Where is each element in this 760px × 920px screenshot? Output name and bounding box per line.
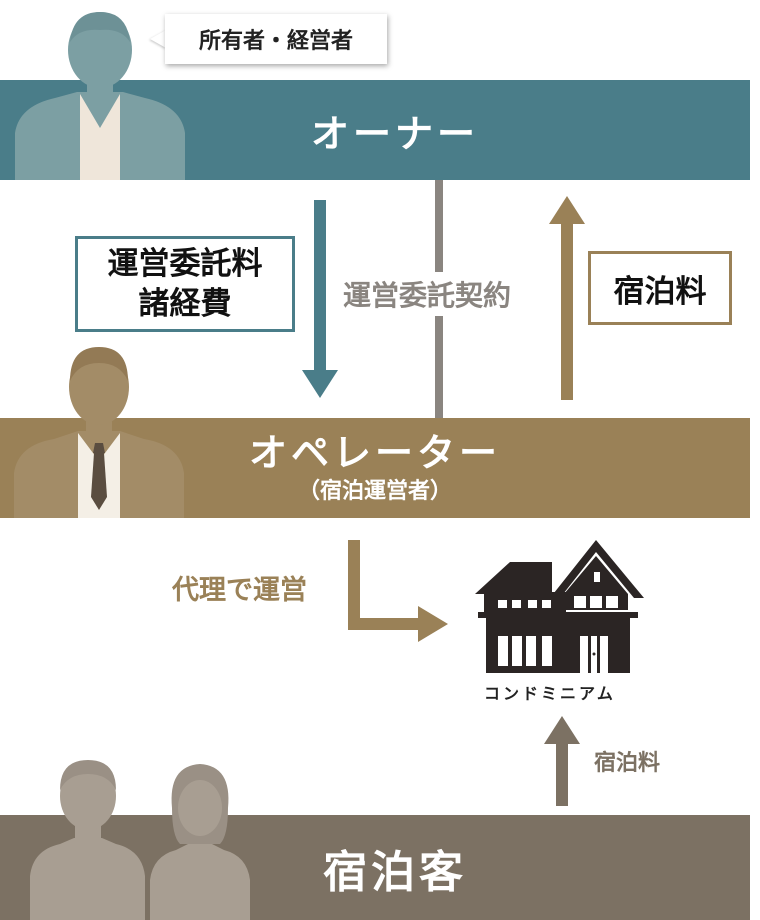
- guest-fee-arrow-shaft: [556, 740, 568, 806]
- fee-arrow-head: [302, 370, 338, 398]
- guest-stay-fee-label: 宿泊料: [594, 750, 661, 776]
- stay-fee-arrow-head: [549, 196, 585, 224]
- guest-woman-icon: [150, 764, 250, 920]
- management-fee-box: 運営委託料 諸経費: [75, 236, 295, 332]
- contract-label: 運営委託契約: [343, 272, 512, 316]
- stay-fee-arrow-shaft: [561, 222, 573, 400]
- proxy-arrow-vertical: [348, 540, 360, 630]
- proxy-operation-label: 代理で運営: [172, 575, 307, 606]
- proxy-arrow-head: [418, 606, 448, 642]
- operator-subtitle: （宿泊運営者）: [297, 478, 452, 504]
- condominium-icon: [475, 540, 644, 673]
- owner-person-icon: [15, 12, 185, 180]
- guest-man-icon: [30, 760, 145, 920]
- condominium-label: コンドミニアム: [484, 684, 616, 703]
- stay-fee-box: 宿泊料: [588, 251, 732, 325]
- stay-fee-label: 宿泊料: [613, 273, 707, 310]
- fee-arrow-shaft: [314, 200, 326, 372]
- bubble-tail: [150, 30, 166, 48]
- management-fee-label: 運営委託料: [107, 246, 263, 282]
- owner-title: オーナー: [310, 110, 479, 156]
- guest-title: 宿泊客: [323, 846, 467, 898]
- operator-person-icon: [14, 347, 184, 518]
- proxy-arrow-horizontal: [348, 618, 420, 630]
- guest-fee-arrow-head: [544, 716, 580, 744]
- expenses-label: 諸経費: [138, 286, 232, 322]
- operator-title: オペレーター: [248, 430, 501, 475]
- owner-role-bubble: 所有者・経営者: [165, 14, 387, 64]
